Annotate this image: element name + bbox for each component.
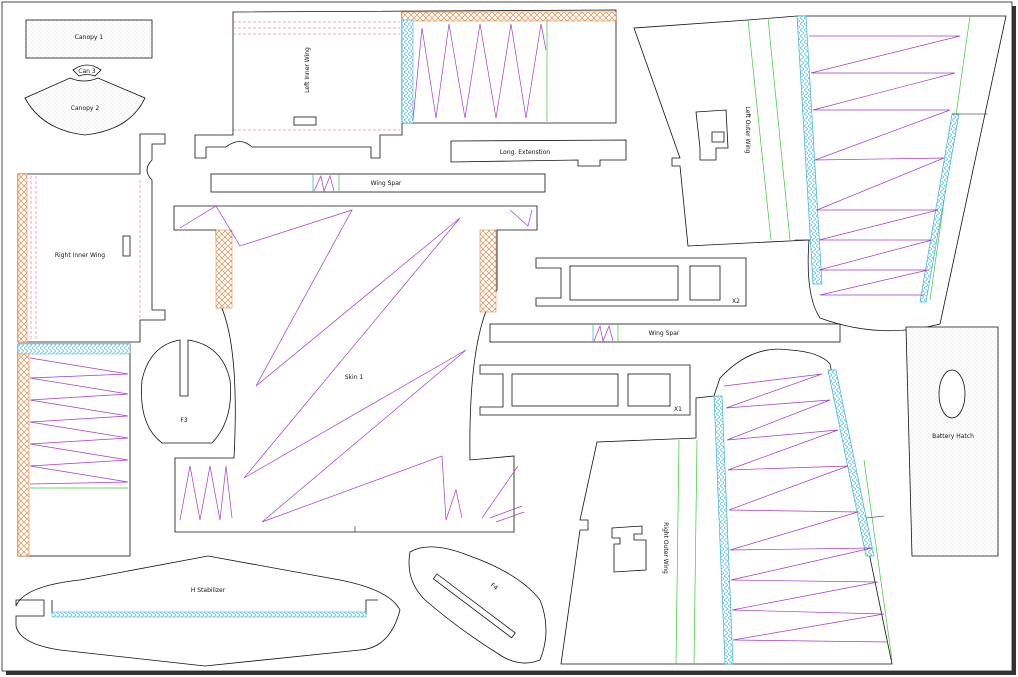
right-outer-wing-label: Right Outer Wing — [662, 522, 669, 574]
x2-part: X2 — [535, 257, 747, 307]
h-stabilizer-label: H Stabilizer — [191, 587, 226, 594]
left-inner-wing-part: Left Inner Wing — [194, 9, 617, 159]
can-3-part: Can 3 — [72, 64, 102, 77]
skin-1-label: Skin 1 — [345, 374, 364, 381]
canopy-2-label: Canopy 2 — [71, 105, 100, 112]
canopy-1-label: Canopy 1 — [75, 34, 104, 41]
wing-spar-mid-part: Wing Spar — [489, 323, 841, 343]
f3-part: F3 — [141, 339, 231, 444]
battery-hatch-part: Battery Hatch — [905, 326, 999, 557]
f4-label: F4 — [489, 582, 499, 592]
long-extension-label: Long. Extenstion — [500, 149, 550, 156]
wing-spar-mid-label: Wing Spar — [649, 330, 680, 337]
canopy-2-part: Canopy 2 — [24, 77, 146, 136]
long-extension-part: Long. Extenstion — [450, 139, 627, 167]
wing-spar-top-part: Wing Spar — [210, 173, 546, 193]
h-stabilizer-part: H Stabilizer — [15, 555, 401, 667]
wing-spar-top-label: Wing Spar — [371, 180, 402, 187]
f4-part: F4 — [408, 546, 547, 664]
right-inner-wing-label: Right Inner Wing — [55, 252, 105, 259]
x1-label: X1 — [674, 406, 682, 413]
right-outer-wing-part: Right Outer Wing — [560, 348, 893, 665]
can-3-label: Can 3 — [78, 68, 96, 75]
right-inner-wing-lower-part — [17, 343, 131, 557]
battery-hatch-label: Battery Hatch — [932, 433, 974, 440]
right-inner-wing-part: Right Inner Wing — [17, 133, 166, 343]
left-inner-wing-label: Left Inner Wing — [304, 47, 311, 93]
x1-part: X1 — [479, 364, 691, 416]
x2-label: X2 — [732, 298, 740, 305]
left-outer-wing-label: Left Outer Wing — [744, 106, 751, 153]
left-outer-wing-part: Left Outer Wing — [633, 15, 1007, 332]
skin-1-part: Skin 1 — [173, 205, 538, 533]
canopy-1-part: Canopy 1 — [25, 19, 153, 59]
f3-label: F3 — [180, 417, 187, 424]
